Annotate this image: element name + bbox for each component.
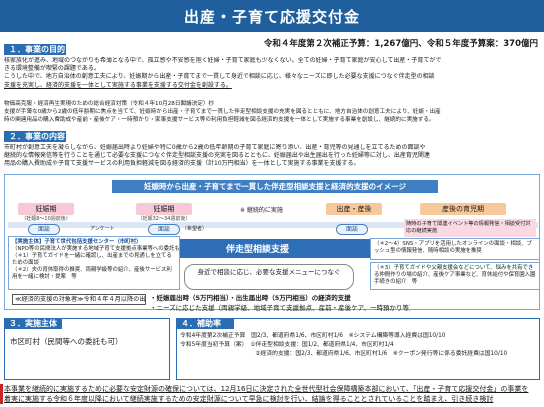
purpose-line: 支援を充実し、経済的支援を一体として実施する事業を支援する交付金を創設する。 <box>4 81 232 89</box>
stage-childcare: 産後の育児期 <box>420 203 506 215</box>
subsidy-line: 令和5年度当初予算（案） ①伴走型相談支援：国1/2、都道府県1/4、市区町村1… <box>180 342 394 348</box>
economic-support: ・妊娠届出時（5万円相当）・出生届出時（5万円相当）の経済的支援 <box>150 294 410 304</box>
right-bottom-card: （＊3）子育てガイドや父親支援会などについて、悩みを共有できる仲間作りの場の紹介… <box>370 262 540 290</box>
section-heading-implementer: ３．実施主体 <box>4 318 62 329</box>
subsidy-box <box>176 318 540 380</box>
left-card-item: （＊1）子育てガイドを一緒に確認し、出産までの見通しを立てるための面談 <box>12 253 172 266</box>
left-card-note: （NPO等の民間法人が実施する地域子育て支援拠点事業等への委託も可能） <box>12 246 180 252</box>
stage-sub: （妊娠32～34週前後） <box>137 216 191 222</box>
policy-line: 時の関連用品の購入費助成や産前・産後ケア・一時預かり・家事支援サービス等の利用負… <box>4 117 435 123</box>
footer-accent <box>0 384 3 404</box>
interview-chip: 面談 <box>336 224 368 235</box>
left-card-item: （＊2）夫の育休取得の推奨、両親学級等の紹介、産後サービス利用を一緒に検討・提案… <box>12 267 172 280</box>
interview-chip: 面談 <box>148 224 180 235</box>
content-line: 用品の購入費助成や子育て支援サービスの利用負担軽減を図る経済的支援（計10万円相… <box>4 160 360 168</box>
budget-summary: 令和４年度第２次補正予算：1,267億円、令和５年度予算案：370億円 <box>263 39 538 49</box>
interview-chip: 面談 <box>28 224 60 235</box>
hub-label: 伴走型相談支援 <box>226 245 290 255</box>
diagram-banner: 妊娠時から出産・子育てまで一貫した伴走型相談支援と経済的支援のイメージ <box>112 180 438 193</box>
purpose-line: こうした中で、地方自治体の創意工夫により、妊娠期から出産・子育てまで一貫して身近… <box>4 73 435 81</box>
interview-optional: （希望者） <box>182 226 208 232</box>
consultation-callout: 身近で相談に応じ、必要な支援メニューにつなぐ <box>184 264 354 290</box>
footer-line: 着実に実施する令和６年度以降において継続実施するための安定財源について早急に検討… <box>4 394 494 403</box>
needs-support: ・ニーズに応じた支援（両親学級、地域子育て支援拠点、産前・産後ケア、一時預かり等… <box>150 304 410 314</box>
support-line: ・妊娠届出時（5万円相当）・出生届出時（5万円相当）の経済的支援 <box>150 294 351 302</box>
questionnaire-label: アンケート <box>90 226 115 232</box>
left-card-title: 【実施主体】子育て世代包括支援センター（市町村） <box>12 239 142 245</box>
footer-line: 本事業を継続的に実施するために必要な安定財源の確保については、12月16日に決定… <box>4 385 529 393</box>
content-line: 市町村が創意工夫を凝らしながら、妊娠届出時より妊婦や特に0歳から2歳の低年齢期の… <box>4 144 426 151</box>
subsidy-text: 令和4年度第2次補正予算 国2/3、都道府県1/6、市区町村1/6 ※システム構… <box>180 332 540 359</box>
policy-line: 支援が手薄な0歳から2歳の低年齢期に焦点を当てて、妊娠時から出産・子育てまで一貫… <box>4 109 441 115</box>
stage-pregnancy-late: 妊娠期 <box>136 203 192 215</box>
policy-excerpt: 物価高克服・経済再生実現のための総合経済対策（令和４年10月28日閣議決定）抄 … <box>4 100 544 124</box>
section-heading-purpose: １．事業の目的 <box>4 44 66 55</box>
purpose-line: きる環境整備が喫緊の課題である。 <box>4 65 100 73</box>
subsidy-line: ②経済的支援：国2/3、都道府県1/6、市区町村1/6 ※クーポン発行等に係る委… <box>180 351 508 357</box>
right-top-card: （＊2～4）SNS・アプリを活用したオンラインの面談・相談、プッシュ型の情報発信… <box>370 238 540 260</box>
timeline-arrow <box>8 222 538 228</box>
section-heading-content: ２．事業の内容 <box>4 131 66 142</box>
stage-birth: 出産・産後 <box>326 203 382 215</box>
implementer-box <box>4 318 170 380</box>
support-line: ・ニーズに応じた支援（両親学級、地域子育て支援拠点、産前・産後ケア、一時預かり等… <box>150 304 410 312</box>
page-title: 出産・子育て応援交付金 <box>0 0 544 32</box>
target-note: ≪経済的支援の対象者≫令和４年４月以降の出産 ⇒ １０万円相当 <box>12 294 146 305</box>
footer-note: 本事業を継続的に実施するために必要な安定財源の確保については、12月16日に決定… <box>4 385 544 404</box>
continuing-note: ※ 継続的に実施 <box>240 207 283 214</box>
policy-line: 物価高克服・経済再生実現のための総合経済対策（令和４年10月28日閣議決定）抄 <box>4 101 215 107</box>
purpose-text: 核家族化が進み、地域のつながりも希薄となる中で、孤立感や不安感を抱く妊婦・子育て… <box>4 57 544 90</box>
subsidy-line: 令和4年度第2次補正予算 国2/3、都道府県1/6、市区町村1/6 ※システム構… <box>180 333 446 339</box>
content-line: 継続的な情報発信等を行うことを通じて必要な支援につなぐ伴走型相談支援の充実を図る… <box>4 152 430 160</box>
purpose-line: 核家族化が進み、地域のつながりも希薄となる中で、孤立感や不安感を抱く妊婦・子育て… <box>4 57 442 64</box>
left-card: 【実施主体】子育て世代包括支援センター（市町村） （NPO等の民間法人が実施する… <box>8 236 180 290</box>
section-heading-subsidy: ４．補助率 <box>176 318 234 329</box>
info-box: 随時の子育て関連イベント等の情報発信・相談受付対応の継続実施 <box>404 219 536 237</box>
stage-sub: （妊娠8～10週前後） <box>21 216 71 222</box>
stage-pregnancy-early: 妊娠期 <box>18 203 74 215</box>
implementer-value: 市区町村（民間等への委託も可） <box>10 337 123 346</box>
content-text: 市町村が創意工夫を凝らしながら、妊娠届出時より妊婦や特に0歳から2歳の低年齢期の… <box>4 144 544 169</box>
